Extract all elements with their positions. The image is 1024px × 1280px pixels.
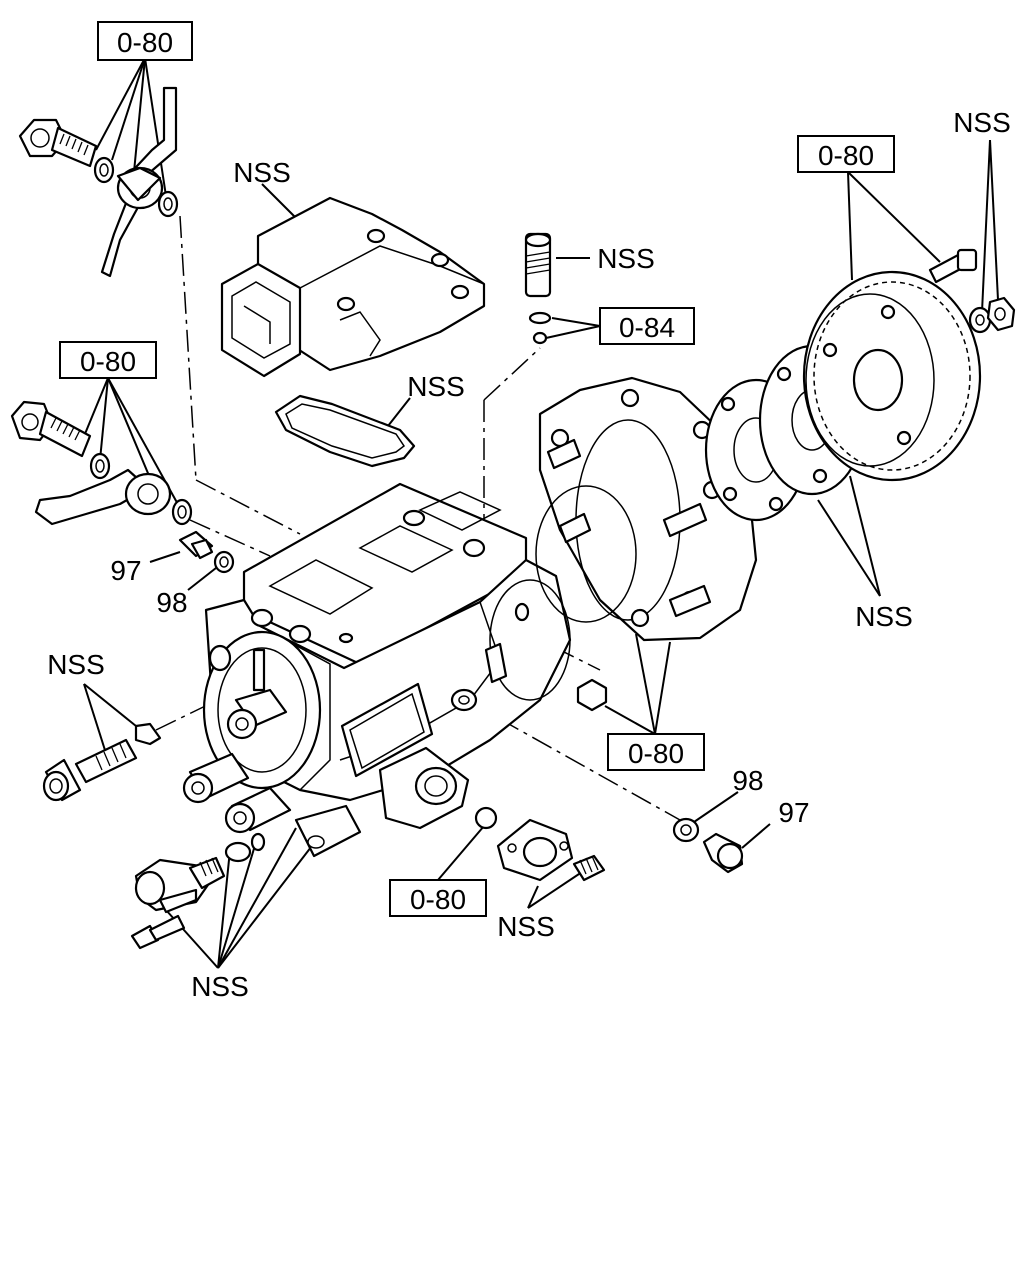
nss-label-fitting: NSS — [47, 649, 105, 680]
ref-box-flange — [607, 733, 705, 771]
washer-top-2-hole — [163, 197, 173, 211]
banjo-bolt-top — [18, 118, 98, 168]
o-ring-valve-2 — [532, 331, 548, 345]
nss-label-nut: NSS — [953, 107, 1011, 138]
gear-nut — [986, 296, 1016, 332]
washer-top-1 — [93, 156, 115, 184]
washer-middle-2 — [171, 498, 193, 526]
module-gasket — [274, 394, 416, 468]
washer-left-98-hole — [219, 556, 229, 568]
nss-label-module: NSS — [233, 157, 291, 188]
part-number-97-right: 97 — [778, 797, 809, 828]
part-number-97-left: 97 — [110, 555, 141, 586]
banjo-bolt-middle — [10, 400, 92, 458]
banjo-body-top — [100, 86, 178, 278]
gear-bolt — [928, 248, 978, 284]
o-ring-bottom-2 — [250, 832, 266, 852]
screw-fitting-left — [42, 738, 138, 802]
gear-washer — [968, 306, 992, 334]
solenoid-valve — [524, 232, 552, 298]
delivery-valve-holder-right — [224, 786, 292, 834]
control-module — [220, 196, 486, 378]
ref-label-gear: 0-80 — [818, 140, 874, 171]
washer-top-2 — [157, 190, 179, 218]
washer-middle-1 — [89, 452, 111, 480]
washer-left-98 — [213, 550, 235, 574]
solenoid-screw — [130, 914, 186, 950]
flange-nut — [576, 678, 608, 712]
ref-label-flange: 0-80 — [628, 738, 684, 769]
washer-top-1-hole — [99, 163, 109, 177]
ref-box-top-left — [97, 21, 193, 61]
plug-bolt-right — [702, 832, 744, 874]
seal-plate-left — [134, 722, 162, 746]
nss-label-gasket: NSS — [407, 371, 465, 402]
gear-washer-hole — [975, 314, 985, 326]
nss-label-valve: NSS — [597, 243, 655, 274]
fuel-cut-solenoid — [134, 856, 226, 914]
washer-right-98 — [672, 817, 700, 843]
plug-bolt-left — [178, 530, 214, 560]
ref-label-middle-left: 0-80 — [80, 346, 136, 377]
part-number-98-right: 98 — [732, 765, 763, 796]
drive-flange-housing — [538, 376, 758, 642]
delivery-valve-holder-left — [182, 752, 250, 804]
washer-middle-2-hole — [177, 505, 187, 519]
cover-screw — [572, 854, 606, 882]
module-gasket-inner — [285, 403, 406, 459]
ref-label-oring: 0-84 — [619, 312, 675, 343]
o-ring-valve-1 — [528, 311, 552, 325]
o-ring-cover — [474, 806, 498, 830]
nss-label-bottom: NSS — [191, 971, 249, 1002]
banjo-body-middle — [34, 468, 172, 526]
nss-label-plates: NSS — [855, 601, 913, 632]
part-number-98-left: 98 — [156, 587, 187, 618]
inspection-cover — [496, 818, 574, 882]
drive-gear — [802, 270, 982, 482]
washer-middle-1-hole — [95, 459, 105, 473]
leader-lines — [79, 57, 999, 969]
delivery-valve-holder-top — [226, 648, 288, 740]
callout-labels: 0-80 0-80 0-80 0-84 0-80 0-80 NSS NSS NS… — [47, 21, 1011, 1002]
ref-box-middle-left — [59, 341, 157, 379]
nss-label-cover: NSS — [497, 911, 555, 942]
gear-nut-hole — [994, 307, 1006, 321]
ref-label-bottom: 0-80 — [410, 884, 466, 915]
ref-box-oring — [599, 307, 695, 345]
flange-o-ring — [535, 485, 637, 623]
washer-right-98-hole — [680, 824, 692, 836]
o-ring-bottom-1 — [224, 841, 252, 863]
ref-label-top-left: 0-80 — [117, 27, 173, 58]
ref-box-bottom — [389, 879, 487, 917]
ref-box-gear — [797, 135, 895, 173]
